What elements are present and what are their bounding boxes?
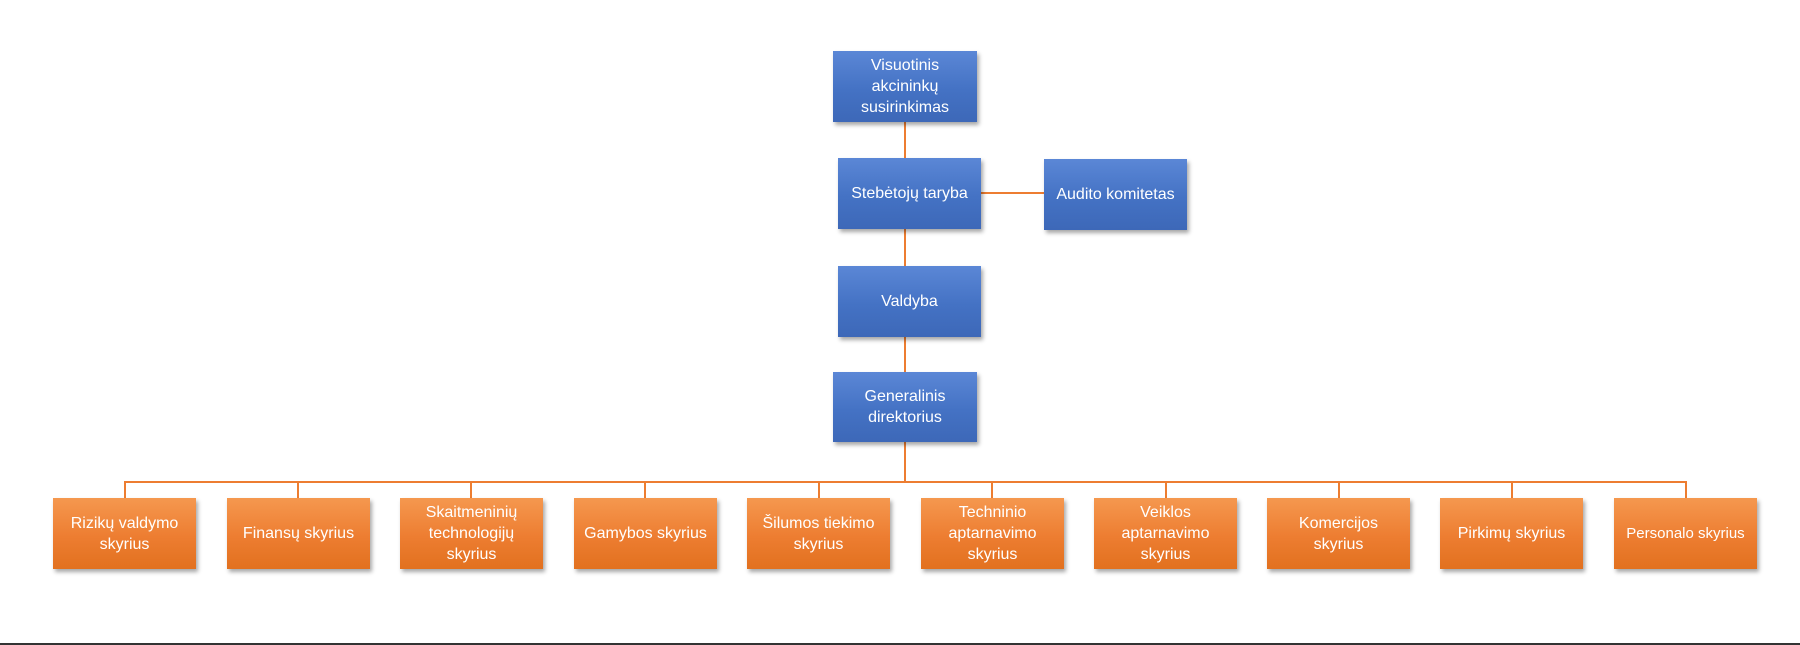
node-department: Finansų skyrius [227,498,370,569]
node-department: Skaitmeninių technologijų skyrius [400,498,543,569]
node-department: Komercijos skyrius [1267,498,1410,569]
node-label: Rizikų valdymo skyrius [70,514,179,553]
connector-shareholders-supervisory [904,122,906,158]
connector-department-drop [1165,481,1167,498]
connector-ceo-trunk [904,442,906,482]
connector-supervisory-audit [981,192,1044,194]
node-label: Pirkimų skyrius [1457,525,1566,542]
node-label: Komercijos skyrius [1298,514,1379,553]
node-label: Valdyba [881,293,938,310]
node-department: Pirkimų skyrius [1440,498,1583,569]
connector-department-drop [297,481,299,498]
bottom-divider [0,643,1800,645]
node-audit-committee: Audito komitetas [1044,159,1187,230]
node-label: Personalo skyrius [1626,525,1745,542]
connector-department-bus [124,481,1686,483]
node-label: Audito komitetas [1056,186,1175,203]
node-supervisory-council: Stebėtojų taryba [838,158,981,229]
node-department: Personalo skyrius [1614,498,1757,569]
node-management-board: Valdyba [838,266,981,337]
node-label: Techninio aptarnavimo skyrius [948,504,1037,563]
connector-department-drop [1685,481,1687,498]
node-department: Šilumos tiekimo skyrius [747,498,890,569]
node-department: Gamybos skyrius [574,498,717,569]
node-label: Finansų skyrius [242,525,355,542]
connector-department-drop [124,481,126,498]
node-label: Stebėtojų taryba [851,185,968,202]
connector-department-drop [644,481,646,498]
node-ceo: Generalinis direktorius [833,372,977,442]
connector-board-ceo [904,337,906,372]
node-department: Techninio aptarnavimo skyrius [921,498,1064,569]
node-department: Rizikų valdymo skyrius [53,498,196,569]
node-label: Gamybos skyrius [584,525,707,542]
node-department: Veiklos aptarnavimo skyrius [1094,498,1237,569]
node-label: Veiklos aptarnavimo skyrius [1121,504,1210,563]
connector-supervisory-board [904,229,906,266]
connector-department-drop [991,481,993,498]
connector-department-drop [1338,481,1340,498]
node-label: Skaitmeninių technologijų skyrius [425,504,518,563]
node-label: Visuotinis akcininkų susirinkimas [860,57,949,116]
connector-department-drop [470,481,472,498]
node-label: Šilumos tiekimo skyrius [762,514,875,553]
connector-department-drop [1511,481,1513,498]
connector-department-drop [818,481,820,498]
node-shareholders-meeting: Visuotinis akcininkų susirinkimas [833,51,977,122]
node-label: Generalinis direktorius [864,388,946,426]
